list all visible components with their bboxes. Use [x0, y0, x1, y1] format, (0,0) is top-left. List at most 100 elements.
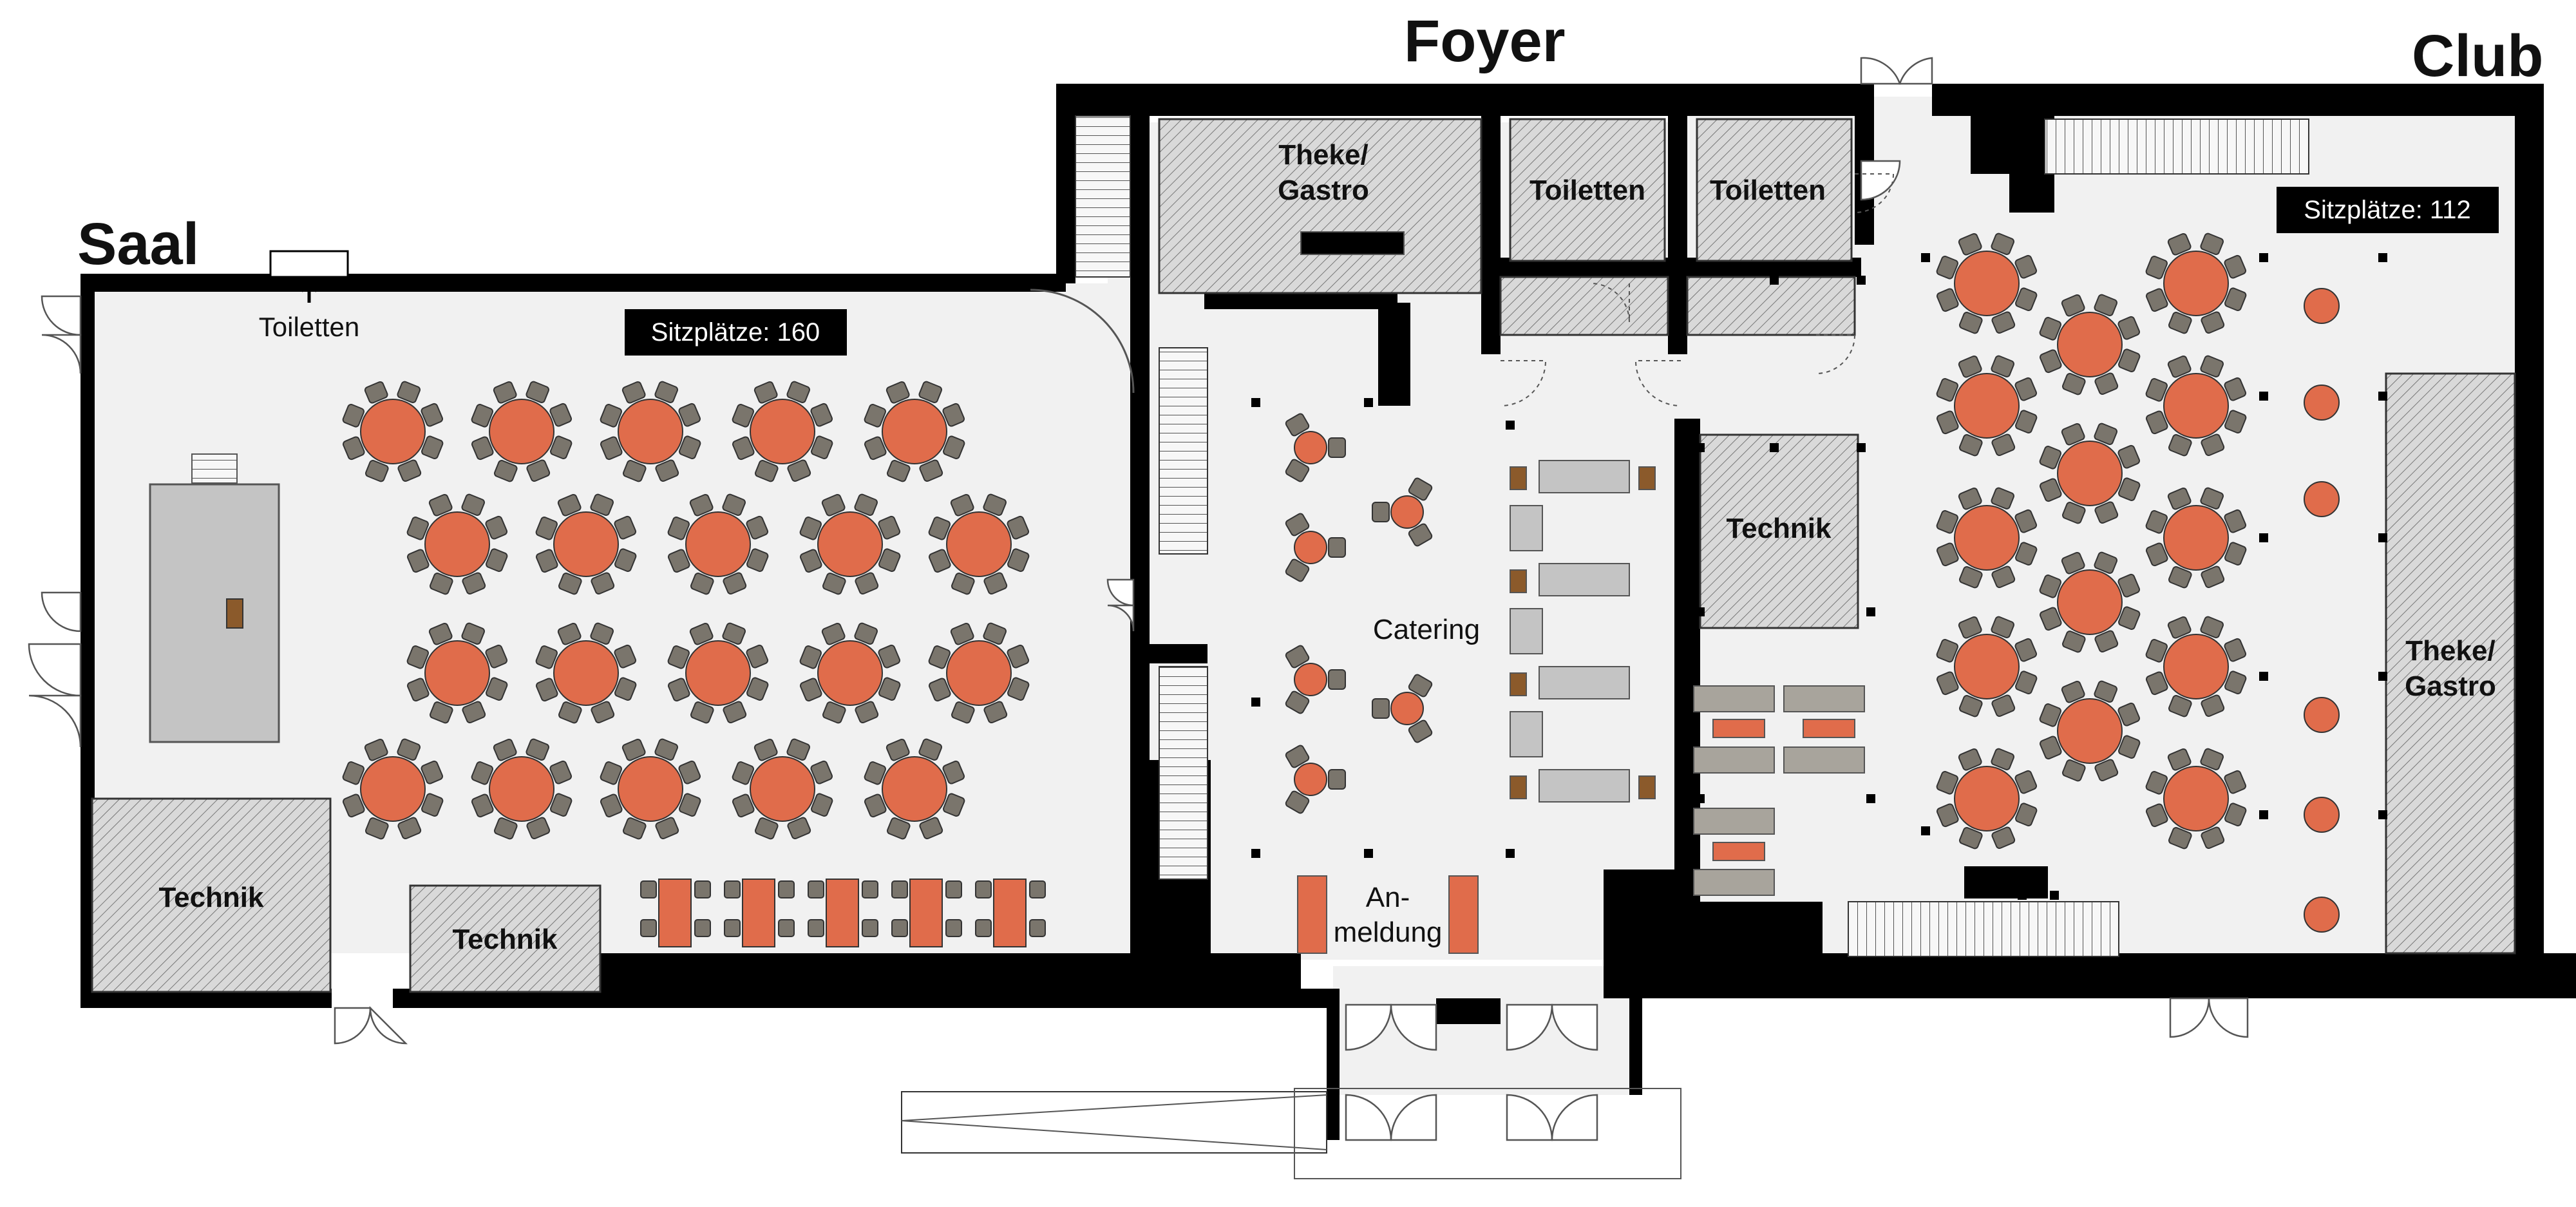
door-icon[interactable] [41, 295, 82, 336]
chair [2062, 759, 2086, 782]
ramp-line [901, 1094, 1327, 1150]
cocktail-table [2304, 897, 2340, 933]
badge-background [2277, 187, 2499, 233]
door-icon[interactable] [1345, 1094, 1392, 1141]
chair [1285, 745, 1310, 768]
round-table [342, 381, 444, 482]
inner-door-swings [1500, 173, 1895, 406]
chair [421, 435, 444, 459]
chair [2168, 827, 2192, 850]
chair [494, 460, 518, 482]
sofa [1539, 769, 1630, 803]
chair [951, 573, 975, 595]
sofa [1783, 746, 1865, 774]
chair [886, 738, 910, 761]
chair [2117, 444, 2141, 469]
stairs-curve [1030, 289, 1135, 394]
chair [2224, 287, 2247, 311]
chair [864, 404, 886, 428]
chair [1991, 748, 2014, 770]
door-icon[interactable] [1860, 57, 1901, 85]
chair [485, 515, 508, 540]
door-icon[interactable] [1551, 1094, 1598, 1141]
theke-club-label-2: Gastro [2405, 670, 2496, 702]
door-icon[interactable] [1390, 1003, 1437, 1051]
door-icon[interactable] [2208, 997, 2249, 1038]
chair [2094, 372, 2119, 395]
chair [679, 435, 701, 459]
chair [2201, 311, 2225, 334]
column [1364, 398, 1373, 407]
chair [2200, 748, 2224, 770]
table-top [817, 511, 883, 577]
door-icon[interactable] [334, 1007, 372, 1045]
sofa [1539, 666, 1630, 699]
chair [2168, 312, 2192, 334]
chair [722, 622, 746, 645]
chair [753, 381, 778, 404]
chair [2039, 446, 2061, 470]
technik-foyer-room [1699, 433, 1859, 629]
chair [2145, 803, 2168, 828]
door-icon [1634, 360, 1681, 406]
chair [1285, 558, 1310, 582]
rect-table [724, 879, 795, 947]
chair [557, 622, 582, 645]
chair [1991, 694, 2016, 718]
door-icon[interactable] [1899, 57, 1933, 85]
labels: Saal Foyer Club Toiletten Theke/ Gastro … [77, 8, 2543, 955]
chair [462, 701, 486, 724]
chair [2118, 606, 2141, 630]
door-icon[interactable] [41, 334, 82, 374]
door-icon[interactable] [28, 643, 82, 697]
chair [810, 403, 833, 427]
door-icon[interactable] [369, 1005, 408, 1045]
door-icon[interactable] [2169, 997, 2210, 1038]
door-icon[interactable] [1107, 604, 1135, 632]
chair [854, 622, 878, 645]
stairs-icon [1075, 115, 1131, 278]
chair [342, 761, 365, 785]
door-icon[interactable] [1551, 1003, 1598, 1051]
door-icon[interactable] [1506, 1094, 1553, 1141]
chair [678, 403, 701, 427]
chair [811, 435, 833, 459]
chair [485, 644, 508, 669]
round-table [1936, 616, 2038, 718]
chair [732, 404, 754, 428]
door-icon[interactable] [28, 694, 82, 748]
chair [2094, 551, 2117, 574]
chair [430, 701, 453, 724]
chair [1372, 502, 1390, 522]
technik-saal-room-1 [91, 797, 332, 993]
buffet-unit [1510, 711, 1543, 757]
chair [406, 549, 430, 573]
side-table [1638, 775, 1656, 799]
columns [1251, 253, 2387, 900]
side-table [1510, 775, 1527, 799]
chair [406, 645, 429, 669]
chair [2224, 670, 2247, 694]
side-table [1510, 466, 1527, 490]
chair [2224, 509, 2247, 533]
chair [786, 738, 810, 761]
chair [1936, 256, 1958, 280]
door-icon[interactable] [1860, 160, 1901, 201]
chair [1328, 769, 1346, 790]
rect-table [808, 879, 878, 947]
round-table [471, 381, 573, 482]
chair [808, 880, 824, 898]
wall [1604, 870, 1694, 998]
table-top [2163, 373, 2229, 439]
chair [667, 549, 690, 573]
wall [1436, 998, 1501, 1024]
toiletten-label-1: Toiletten [1530, 175, 1645, 206]
door-icon[interactable] [1390, 1094, 1437, 1141]
chair [822, 701, 846, 724]
chair [2168, 566, 2192, 589]
chair [1958, 487, 1982, 510]
column [1866, 607, 1875, 616]
door-icon[interactable] [41, 591, 82, 632]
badge-background [625, 309, 847, 356]
